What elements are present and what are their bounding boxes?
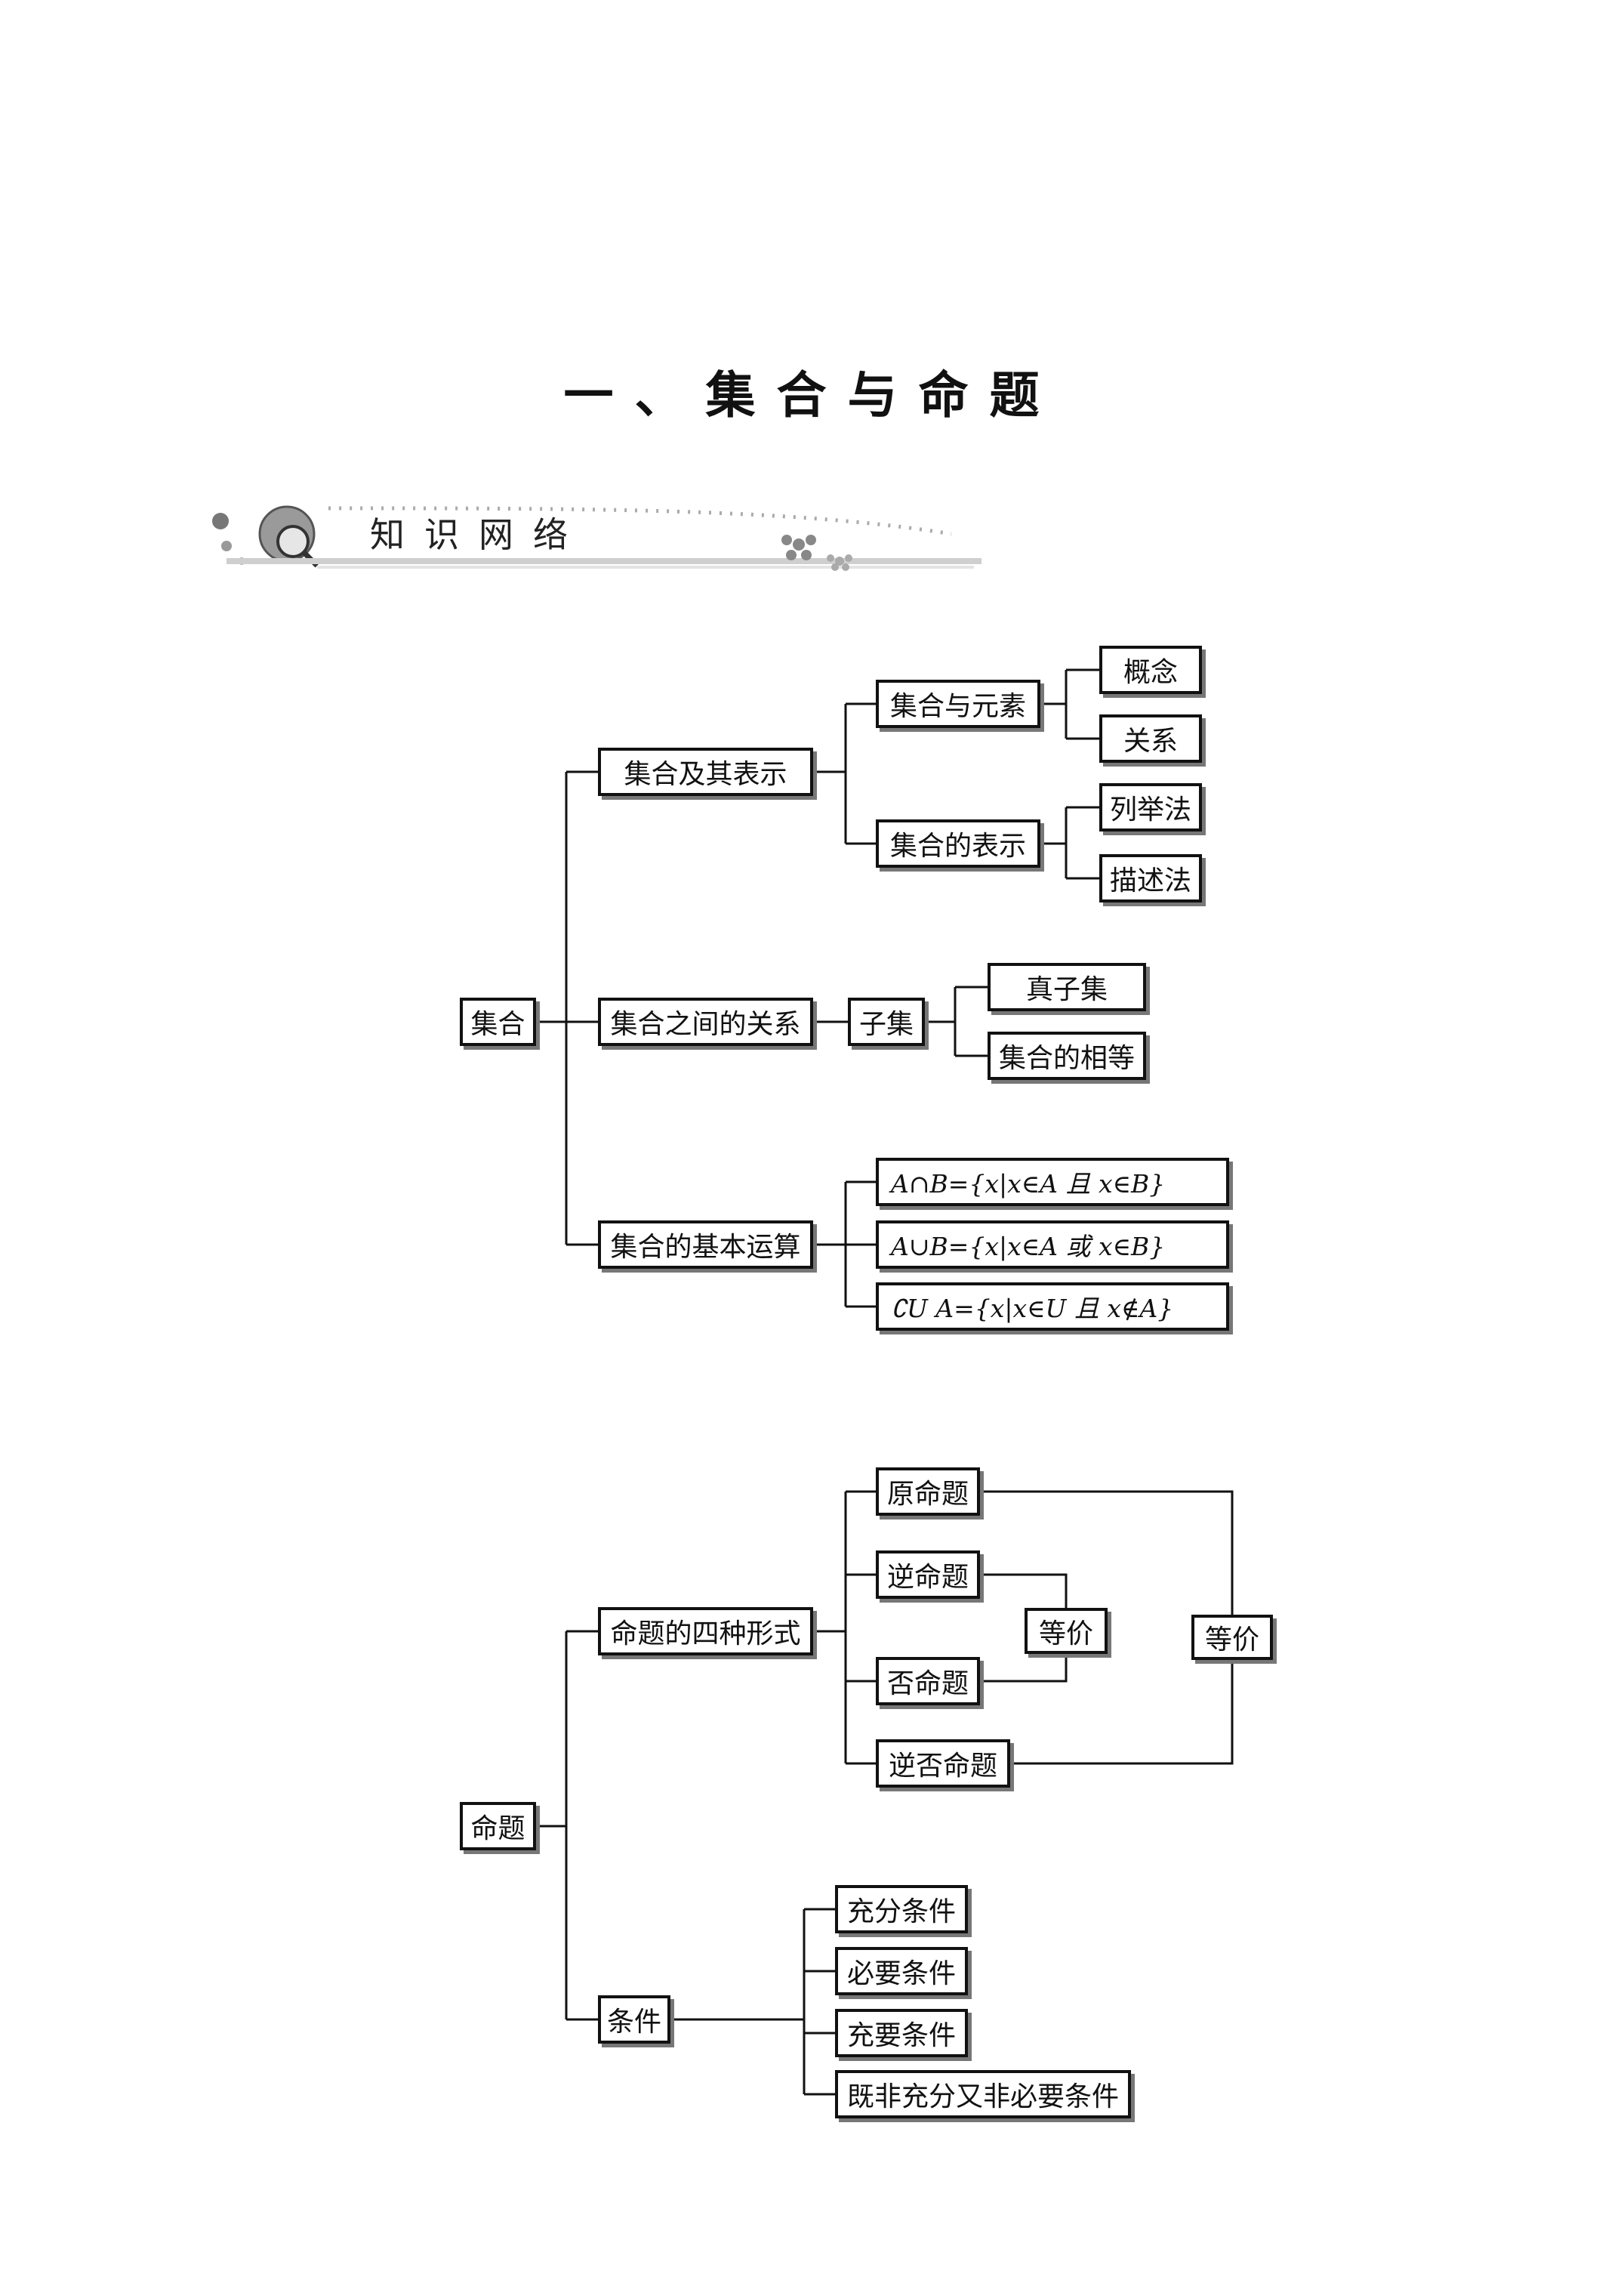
node-equivalent-outer: 等价 xyxy=(1191,1615,1273,1660)
flower-icon xyxy=(781,535,816,560)
node-intersection: A∩B={x|x∈A 且 x∈B} xyxy=(876,1158,1229,1206)
node-proposition-root: 命题 xyxy=(460,1802,536,1850)
node-set-representation: 集合及其表示 xyxy=(598,748,813,796)
node-converse-proposition: 逆命题 xyxy=(876,1550,980,1599)
node-set-relations: 集合之间的关系 xyxy=(598,998,813,1046)
node-neither-condition: 既非充分又非必要条件 xyxy=(835,2070,1131,2118)
node-set-and-element: 集合与元素 xyxy=(876,680,1040,728)
node-proper-subset: 真子集 xyxy=(988,963,1146,1011)
node-original-proposition: 原命题 xyxy=(876,1467,980,1516)
node-set-notation: 集合的表示 xyxy=(876,819,1040,868)
banner-decoration xyxy=(212,505,981,571)
node-complement: ∁U A={x|x∈U 且 x∉A} xyxy=(876,1282,1229,1331)
node-union: A∪B={x|x∈A 或 x∈B} xyxy=(876,1220,1229,1269)
node-set-root: 集合 xyxy=(460,998,536,1046)
node-necessary-condition: 必要条件 xyxy=(835,1947,968,1995)
node-subset: 子集 xyxy=(848,998,925,1046)
node-concept: 概念 xyxy=(1099,646,1202,694)
node-inverse-proposition: 否命题 xyxy=(876,1657,980,1705)
node-contrapositive: 逆否命题 xyxy=(876,1739,1010,1788)
banner-label: 知识网络 xyxy=(370,514,587,555)
node-condition: 条件 xyxy=(598,1995,670,2044)
node-four-forms: 命题的四种形式 xyxy=(598,1607,813,1655)
node-relation: 关系 xyxy=(1099,714,1202,763)
node-set-operations: 集合的基本运算 xyxy=(598,1220,813,1269)
node-descriptive-method: 描述法 xyxy=(1099,854,1202,902)
node-roster-method: 列举法 xyxy=(1099,783,1202,832)
flower-icon-small xyxy=(827,554,852,571)
node-sufficient-condition: 充分条件 xyxy=(835,1885,968,1933)
node-equivalent-inner: 等价 xyxy=(1025,1608,1108,1654)
node-set-equality: 集合的相等 xyxy=(988,1032,1146,1080)
magnifier-icon xyxy=(276,525,310,558)
page-title: 一、集合与命题 xyxy=(563,366,1061,424)
node-necessary-sufficient-condition: 充要条件 xyxy=(835,2009,968,2057)
